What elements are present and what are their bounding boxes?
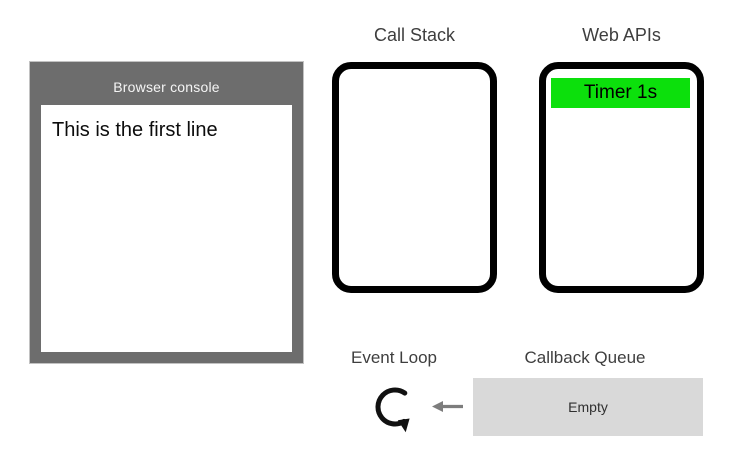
callback-queue-box: Empty [473,378,703,436]
callback-queue-label: Callback Queue [524,348,646,367]
console-log-line: This is the first line [52,119,218,141]
browser-console-output: This is the first line [41,105,292,352]
browser-console-panel: Browser console This is the first line [30,62,303,363]
browser-console-title: Browser console [113,78,220,95]
web-apis-label: Web APIs [582,25,661,45]
callback-queue-status: Empty [568,399,608,415]
web-apis-box: Timer 1s [539,62,704,293]
call-stack-label: Call Stack [373,25,456,45]
event-loop-label: Event Loop [350,348,437,367]
call-stack-box [332,62,497,293]
left-arrow-icon [432,401,463,412]
event-loop-icon [375,387,410,433]
timer-chip: Timer 1s [551,78,690,108]
